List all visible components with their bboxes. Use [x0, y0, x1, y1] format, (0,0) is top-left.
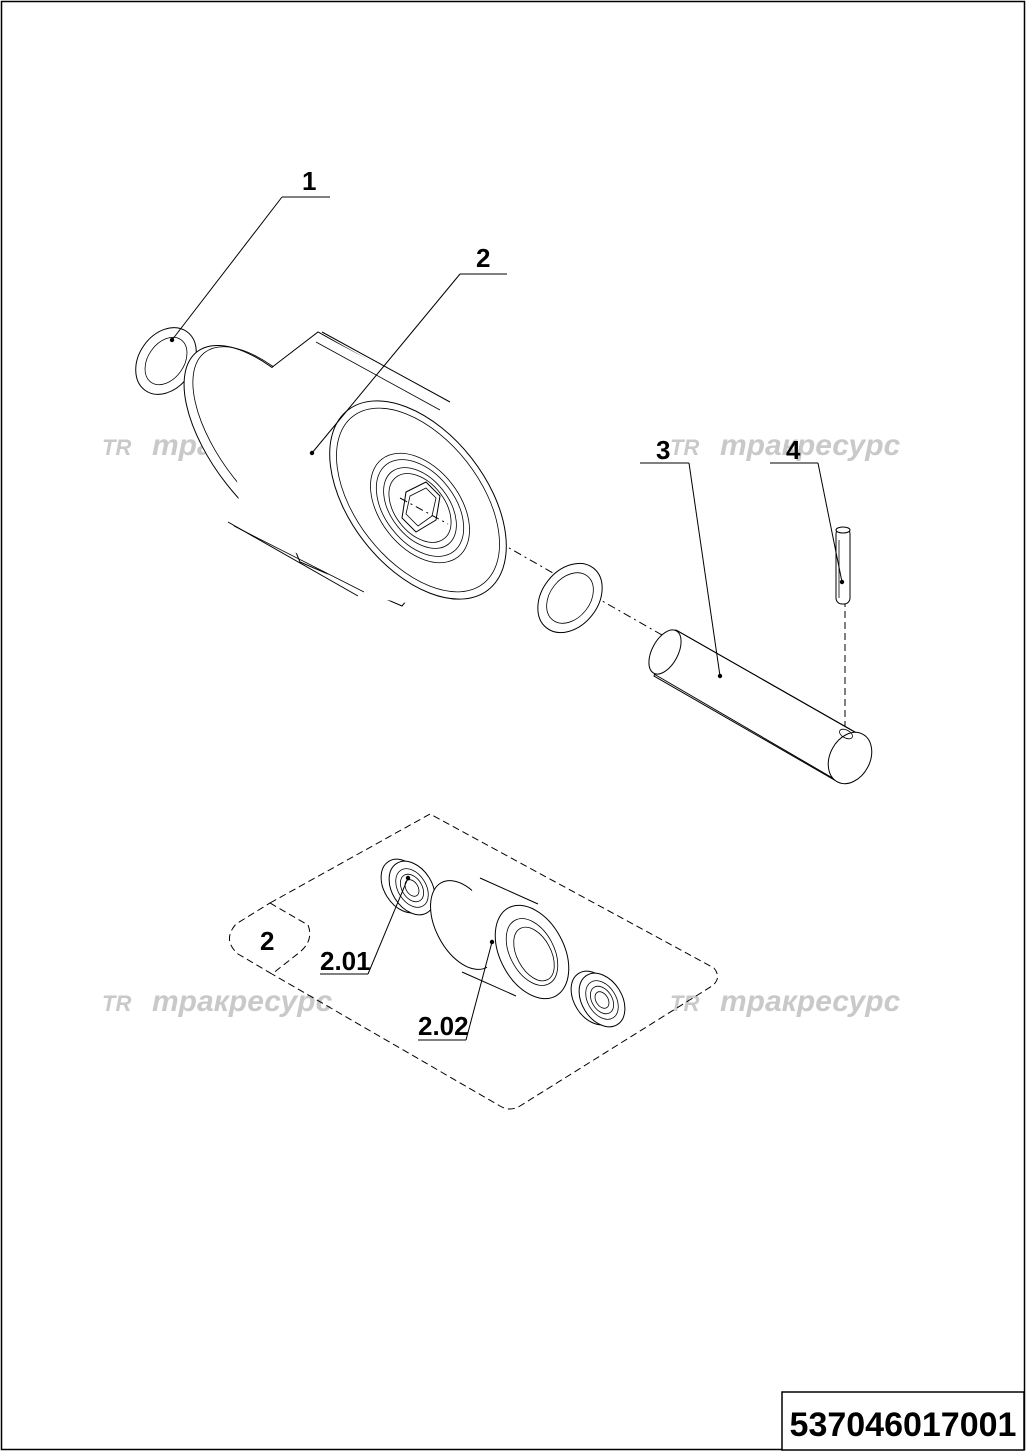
callout-leader-3: [640, 462, 723, 679]
watermark-brand: тракресурс: [720, 429, 901, 462]
spacer-tube-part-2-02: [430, 877, 570, 1000]
part-number: 537046017001: [790, 1406, 1017, 1444]
axle-part-3: [648, 629, 873, 785]
subassembly-group-label: 2: [260, 926, 274, 956]
callout-label-1: 1: [302, 166, 316, 196]
callout-label-2-02: 2.02: [418, 1011, 469, 1041]
pin-part-4: [835, 526, 851, 605]
watermark-logo: TR: [102, 991, 131, 1016]
callout-label-2-01: 2.01: [320, 946, 371, 976]
watermark-logo: TR: [670, 435, 699, 460]
callout-label-3: 3: [656, 435, 670, 465]
watermark-bottom-right: TR тракресурс: [670, 985, 901, 1018]
spacer-washer: [537, 562, 603, 634]
wheel-part-2: [183, 331, 507, 607]
callout-leader-2-02: [418, 939, 495, 1041]
callout-label-2: 2: [476, 243, 490, 273]
bearing-part-2-01: [380, 858, 436, 916]
callout-label-4: 4: [786, 435, 801, 465]
watermark-logo: TR: [102, 435, 131, 460]
subassembly-frame: [269, 813, 718, 1110]
watermark-logo: TR: [670, 991, 699, 1016]
callout-leader-1: [169, 196, 330, 343]
bearing-right: [570, 970, 626, 1028]
watermark-top-right: TR тракресурс: [670, 429, 901, 462]
callout-leader-2: [309, 273, 507, 456]
watermark-bottom-left: TR тракресурс: [102, 985, 333, 1018]
part-number-box: 537046017001: [781, 1391, 1025, 1451]
watermark-brand: тракресурс: [152, 985, 333, 1018]
watermark-brand: тракресурс: [720, 985, 901, 1018]
callout-leader-2-01: [320, 875, 411, 975]
callout-leader-4: [770, 462, 845, 585]
